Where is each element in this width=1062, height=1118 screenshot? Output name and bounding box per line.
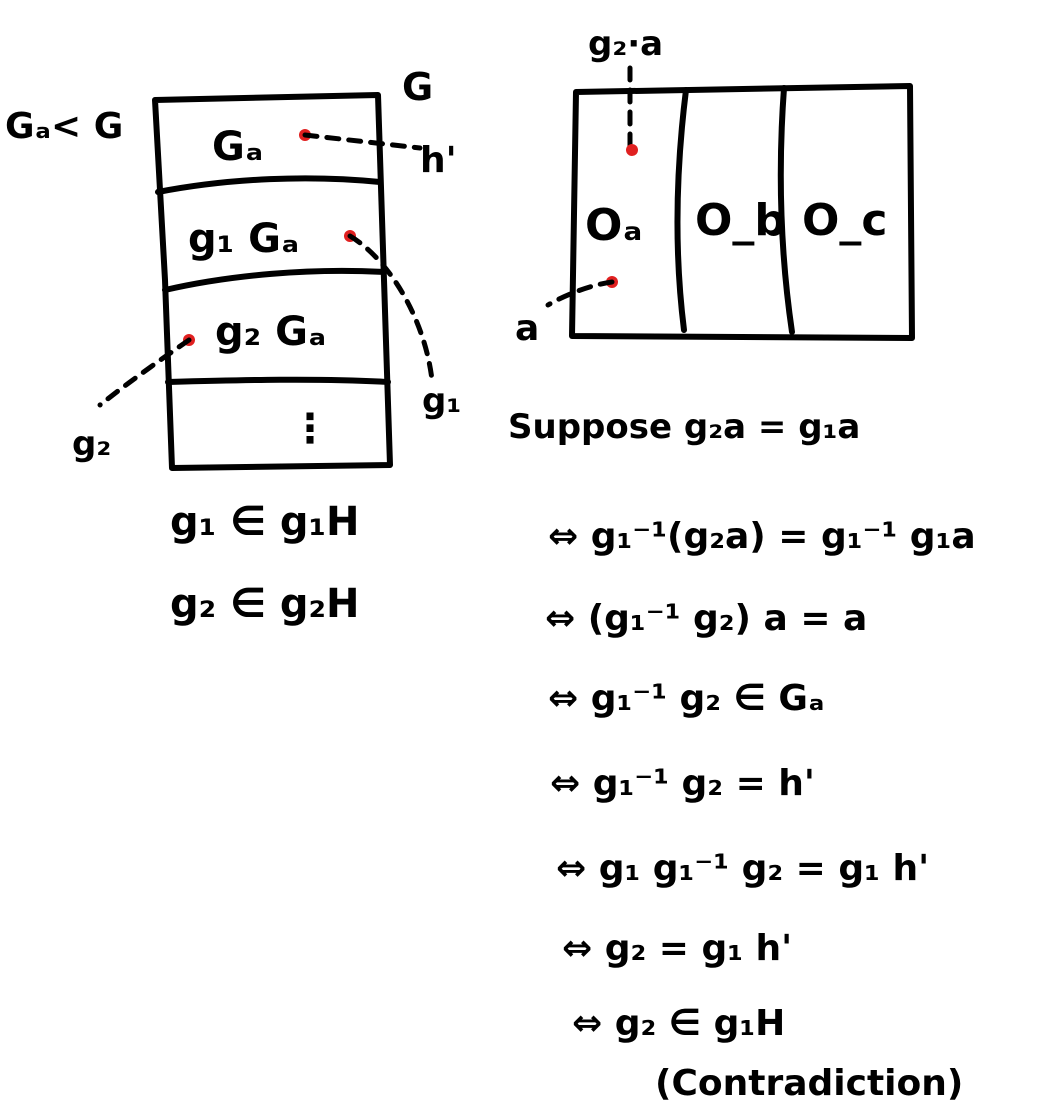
proof-line-1: Suppose g₂a = g₁a <box>508 407 860 447</box>
proof-conclusion: (Contradiction) <box>655 1063 963 1104</box>
g1-leader <box>347 233 435 383</box>
proof-line-4: ⇔ g₁⁻¹ g₂ ∈ Gₐ <box>548 678 824 719</box>
coset-table <box>152 92 393 471</box>
orbit-c: O_c <box>802 195 888 246</box>
a-label: a <box>515 308 539 349</box>
orbit-a: Oₐ <box>585 200 643 251</box>
proof-line-8: ⇔ g₂ ∈ g₁H <box>572 1003 785 1044</box>
proof-line-6: ⇔ g₁ g₁⁻¹ g₂ = g₁ h' <box>556 848 929 889</box>
coset-cell-g2ga: g₂ Gₐ <box>215 309 326 355</box>
g2-label: g₂ <box>72 424 111 464</box>
coset-cell-ga: Gₐ <box>212 124 263 170</box>
coset-divider-1 <box>155 175 383 195</box>
h-prime-leader <box>302 132 423 151</box>
g2-leader <box>97 337 192 408</box>
proof-line-7: ⇔ g₂ = g₁ h' <box>562 928 792 969</box>
h-prime-label: h' <box>420 140 457 181</box>
coset-cell-g1ga: g₁ Gₐ <box>188 216 299 262</box>
coset-cell-ellipsis: ⋮ <box>290 406 330 452</box>
orbit-top-label: g₂·a <box>588 24 663 64</box>
subgroup-label: Gₐ< G <box>5 106 123 147</box>
orbit-divider-1 <box>674 87 689 333</box>
proof-line-5: ⇔ g₁⁻¹ g₂ = h' <box>550 763 815 804</box>
proof-line-3: ⇔ (g₁⁻¹ g₂) a = a <box>545 598 867 639</box>
orbit-box <box>569 83 915 341</box>
orbit-box-outline <box>569 83 915 341</box>
orbit-divider-2 <box>777 85 795 335</box>
orbit-b: O_b <box>695 195 786 246</box>
membership-g1: g₁ ∈ g₁H <box>170 499 360 545</box>
g2a-point <box>626 144 638 156</box>
proof-line-2: ⇔ g₁⁻¹(g₂a) = g₁⁻¹ g₁a <box>548 516 976 557</box>
membership-g2: g₂ ∈ g₂H <box>170 581 360 627</box>
coset-divider-3 <box>165 376 391 385</box>
a-leader <box>545 279 615 308</box>
group-label: G <box>402 65 433 109</box>
g1-label: g₁ <box>422 381 461 421</box>
coset-table-outline <box>152 92 393 471</box>
coset-divider-2 <box>162 267 387 293</box>
